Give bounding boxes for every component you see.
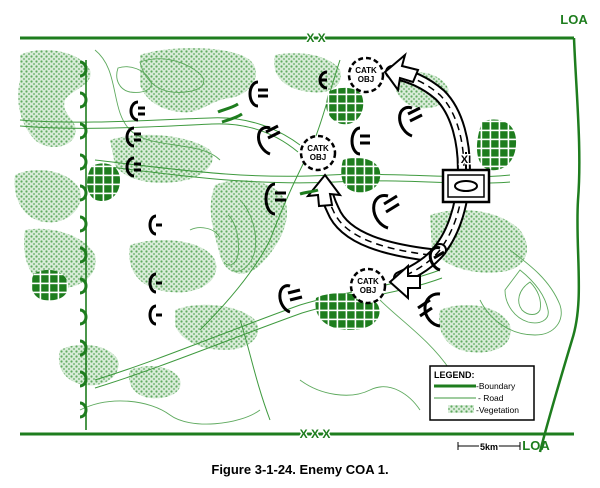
vegetation-area [129, 240, 217, 293]
loa-line [538, 37, 581, 453]
wooded-area [87, 163, 120, 202]
legend-vegetation-label: -Vegetation [476, 405, 519, 415]
screen-line-symbols [79, 60, 88, 430]
wooded-area [326, 87, 364, 125]
unit-symbols [125, 70, 445, 328]
unit-symbol [125, 156, 135, 178]
arrow-head-north [383, 52, 420, 93]
wooded-area [31, 269, 69, 301]
objective-bottom-label-1: CATK [357, 277, 379, 286]
unit-symbol [257, 125, 271, 156]
wooded-area [341, 157, 381, 193]
legend-road-label: - Road [478, 393, 504, 403]
objective-center: CATK OBJ [299, 134, 337, 172]
objective-top-label-2: OBJ [358, 75, 374, 84]
unit-symbol [423, 292, 441, 328]
road [199, 239, 271, 331]
vegetation-area [175, 304, 259, 350]
legend-box [429, 365, 535, 421]
legend-boundary-label: -Boundary [476, 381, 516, 391]
unit-symbol [398, 105, 413, 138]
vegetation-area [58, 344, 119, 386]
legend-vegetation-swatch [448, 405, 474, 413]
bottom-boundary-label: X X X [300, 427, 331, 441]
unit-symbol [350, 126, 361, 156]
vegetation-area [274, 53, 341, 93]
arrow-head-south [388, 263, 421, 301]
vegetation-area [18, 50, 91, 147]
vegetation-area [14, 170, 81, 223]
unit-symbol [129, 100, 139, 122]
unit-symbol [372, 194, 389, 230]
figure-caption: Figure 3-1-24. Enemy COA 1. [211, 462, 389, 477]
road [94, 269, 441, 381]
legend-title: LEGEND: [434, 370, 475, 380]
unit-symbol [148, 272, 157, 294]
scale-label: 5km [480, 442, 498, 452]
vegetation-area [110, 134, 213, 183]
unit-symbol [248, 80, 259, 108]
objective-bottom: CATK OBJ [349, 267, 387, 305]
vegetation-area [140, 48, 257, 113]
unit-symbol [125, 126, 135, 148]
bridge-symbols [217, 102, 319, 196]
unit-symbol [148, 214, 157, 236]
top-boundary-label: X X [306, 31, 325, 45]
wooded-area [315, 293, 380, 330]
boundaries [20, 36, 581, 453]
objective-center-label-2: OBJ [310, 153, 326, 162]
wooded-areas [31, 87, 517, 330]
objective-top: CATK OBJ [347, 56, 385, 94]
vegetation-area [439, 305, 511, 353]
vegetation-area [129, 366, 181, 399]
vegetation-area [210, 180, 288, 274]
hq-label: XI [461, 154, 471, 166]
loa-label-top: LOA [560, 12, 588, 27]
arrow-head-center [305, 173, 343, 208]
road [239, 319, 271, 421]
legend: LEGEND: -Boundary - Road -Vegetation [429, 365, 535, 421]
unit-symbol [278, 284, 291, 314]
unit-symbol [264, 182, 276, 216]
objective-center-label-1: CATK [307, 144, 329, 153]
unit-symbol [428, 246, 441, 272]
unit-symbol [148, 304, 157, 326]
objective-bottom-label-2: OBJ [360, 286, 376, 295]
loa-label-bottom: LOA [522, 438, 550, 453]
attack-arrows [305, 52, 471, 301]
hq-symbol: XI [441, 152, 491, 204]
wooded-area [476, 119, 517, 171]
objective-top-label-1: CATK [355, 66, 377, 75]
